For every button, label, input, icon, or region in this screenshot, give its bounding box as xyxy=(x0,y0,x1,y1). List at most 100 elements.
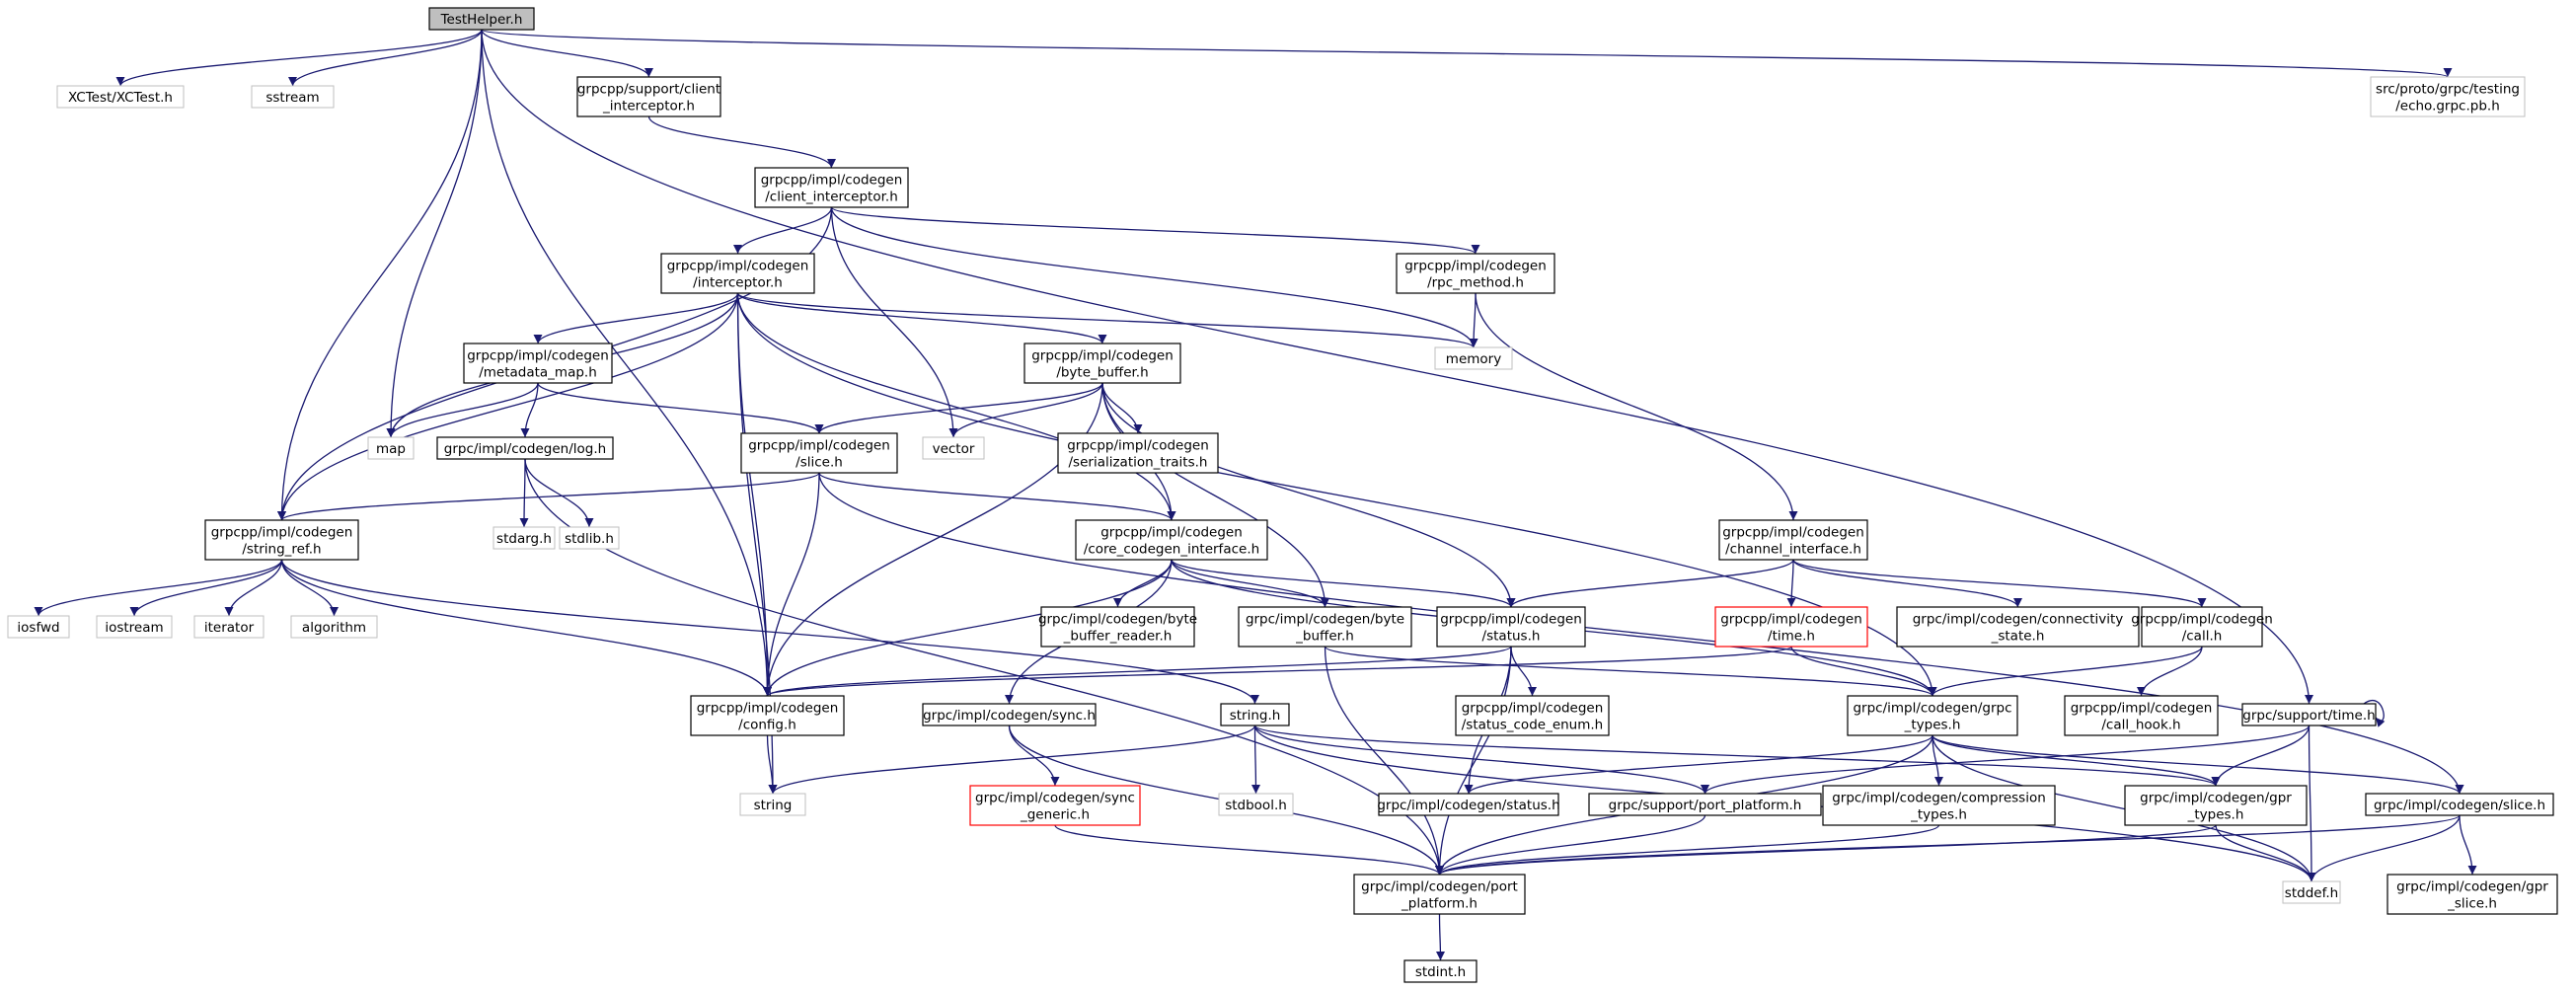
node-status-pp[interactable]: grpcpp/impl/codegen/status.h xyxy=(1436,606,1586,648)
node-vector[interactable]: vector xyxy=(922,436,985,460)
node-channel-interface[interactable]: grpcpp/impl/codegen/channel_interface.h xyxy=(1718,519,1868,561)
node-algorithm[interactable]: algorithm xyxy=(290,615,378,639)
node-connectivity-state[interactable]: grpc/impl/codegen/connectivity_state.h xyxy=(1896,606,2140,648)
node-box xyxy=(2370,76,2526,117)
node-xctest[interactable]: XCTest/XCTest.h xyxy=(56,85,185,109)
node-label: sstream xyxy=(265,90,319,106)
include-edge-support_time-to-gpr_types xyxy=(2211,725,2311,787)
include-edge-string_ref-to-string_h xyxy=(280,559,1259,705)
include-edge-status_pp-to-port_platform xyxy=(1435,646,1512,876)
node-stdlib[interactable]: stdlib.h xyxy=(559,526,620,550)
node-gpr-types[interactable]: grpc/impl/codegen/gpr_types.h xyxy=(2124,785,2308,826)
node-box xyxy=(96,615,173,639)
node-label: grpc/impl/codegen/byte xyxy=(1246,612,1404,628)
node-box xyxy=(1238,606,1412,648)
node-support-time[interactable]: grpc/support/time.h xyxy=(2241,703,2377,726)
node-box xyxy=(740,432,898,474)
node-compression-types[interactable]: grpc/impl/codegen/compression_types.h xyxy=(1822,785,2056,826)
node-support-client-interceptor[interactable]: grpcpp/support/client_interceptor.h xyxy=(576,76,721,117)
node-root[interactable]: TestHelper.h xyxy=(428,7,535,31)
node-stdarg[interactable]: stdarg.h xyxy=(492,526,556,550)
node-iostream[interactable]: iostream xyxy=(96,615,173,639)
node-label: iostream xyxy=(105,620,163,636)
node-memory[interactable]: memory xyxy=(1434,346,1513,370)
node-label: grpcpp/impl/codegen xyxy=(667,259,809,274)
node-box xyxy=(7,615,70,639)
node-slice-pp[interactable]: grpcpp/impl/codegen/slice.h xyxy=(740,432,898,474)
node-label: stdlib.h xyxy=(565,531,614,547)
node-label: /channel_interface.h xyxy=(1725,542,1861,558)
node-label: grpcpp/impl/codegen xyxy=(2071,701,2213,717)
node-stdbool[interactable]: stdbool.h xyxy=(1218,793,1294,816)
node-box xyxy=(1847,695,2018,736)
node-byte-buffer-h[interactable]: grpcpp/impl/codegen/byte_buffer.h xyxy=(1023,343,1181,384)
include-edge-interceptor-to-core_codegen_interface xyxy=(736,292,1176,521)
include-edge-string_h-to-gpr_types xyxy=(1253,725,2221,787)
node-time-pp[interactable]: grpcpp/impl/codegen/time.h xyxy=(1714,606,1868,648)
node-grpc-status[interactable]: grpc/impl/codegen/status.h xyxy=(1377,793,1560,816)
include-edge-compression_types-to-port_platform xyxy=(1435,824,1940,876)
include-edge-codegen_client_interceptor-to-vector xyxy=(830,206,958,438)
node-sstream[interactable]: sstream xyxy=(251,85,335,109)
node-core-codegen-interface[interactable]: grpcpp/impl/codegen/core_codegen_interfa… xyxy=(1075,519,1268,561)
node-label: _types.h xyxy=(1910,807,1967,823)
node-label: /time.h xyxy=(1768,629,1815,645)
node-box xyxy=(1403,959,1477,983)
node-gpr-slice[interactable]: grpc/impl/codegen/gpr_slice.h xyxy=(2387,874,2558,915)
include-edge-gpr_types-to-port_platform xyxy=(1435,824,2217,876)
node-sync-generic[interactable]: grpc/impl/codegen/sync_generic.h xyxy=(969,785,1141,826)
node-stddef[interactable]: stddef.h xyxy=(2282,880,2341,904)
node-sync[interactable]: grpc/impl/codegen/sync.h xyxy=(922,703,1097,726)
node-label: _slice.h xyxy=(2447,896,2497,912)
node-label: grpc/impl/codegen/slice.h xyxy=(2374,798,2545,813)
node-box xyxy=(492,526,556,550)
node-status-code-enum[interactable]: grpcpp/impl/codegen/status_code_enum.h xyxy=(1455,695,1610,736)
node-call[interactable]: grpcpp/impl/codegen/call.h xyxy=(2131,606,2273,648)
node-log[interactable]: grpc/impl/codegen/log.h xyxy=(436,436,614,460)
node-metadata-map[interactable]: grpcpp/impl/codegen/metadata_map.h xyxy=(463,343,613,384)
node-interceptor[interactable]: grpcpp/impl/codegen/interceptor.h xyxy=(660,253,815,294)
node-string-ref[interactable]: grpcpp/impl/codegen/string_ref.h xyxy=(204,519,359,561)
node-label: _buffer.h xyxy=(1295,629,1354,645)
include-edge-interceptor-to-metadata_map xyxy=(533,292,739,344)
node-iosfwd[interactable]: iosfwd xyxy=(7,615,70,639)
node-box xyxy=(1896,606,2140,648)
node-box xyxy=(754,167,909,208)
node-serialization-traits[interactable]: grpcpp/impl/codegen/serialization_traits… xyxy=(1057,432,1219,474)
node-echo-grpc[interactable]: src/proto/grpc/testing/echo.grpc.pb.h xyxy=(2370,76,2526,117)
include-edge-metadata_map-to-map xyxy=(386,382,539,438)
include-edge-string_h-to-stdbool xyxy=(1250,725,1260,795)
node-support-port-platform[interactable]: grpc/support/port_platform.h xyxy=(1588,793,1822,816)
node-call-hook[interactable]: grpcpp/impl/codegen/call_hook.h xyxy=(2064,695,2219,736)
include-edge-string_ref-to-algorithm xyxy=(280,559,339,617)
node-stdint[interactable]: stdint.h xyxy=(1403,959,1477,983)
node-label: grpc/support/port_platform.h xyxy=(1609,798,1802,813)
include-edge-grpc_types-to-grpc_status xyxy=(1464,734,1933,795)
node-box xyxy=(1588,793,1822,816)
node-label: /call.h xyxy=(2182,629,2223,645)
node-grpc-types[interactable]: grpc/impl/codegen/grpc_types.h xyxy=(1847,695,2018,736)
node-grpc-byte-buffer[interactable]: grpc/impl/codegen/byte_buffer.h xyxy=(1238,606,1412,648)
node-string-h[interactable]: string.h xyxy=(1220,703,1290,726)
node-iterator[interactable]: iterator xyxy=(193,615,265,639)
node-box xyxy=(2387,874,2558,915)
node-byte-buffer-reader[interactable]: grpc/impl/codegen/byte_buffer_reader.h xyxy=(1038,606,1197,648)
node-box xyxy=(660,253,815,294)
include-edge-channel_interface-to-time_pp xyxy=(1786,559,1796,608)
node-map[interactable]: map xyxy=(367,436,415,460)
node-codegen-client-interceptor[interactable]: grpcpp/impl/codegen/client_interceptor.h xyxy=(754,167,909,208)
node-rpc-method[interactable]: grpcpp/impl/codegen/rpc_method.h xyxy=(1396,253,1555,294)
node-box xyxy=(1822,785,2056,826)
node-label: /slice.h xyxy=(796,455,843,471)
include-edge-slice_pp-to-core_codegen_interface xyxy=(818,472,1176,521)
node-port-platform[interactable]: grpc/impl/codegen/port_platform.h xyxy=(1353,874,1526,915)
include-edge-grpc_slice-to-gpr_slice xyxy=(2459,814,2477,876)
node-label: grpcpp/impl/codegen xyxy=(1100,525,1243,541)
node-label: _generic.h xyxy=(1020,807,1090,823)
node-grpc-slice[interactable]: grpc/impl/codegen/slice.h xyxy=(2365,793,2554,816)
node-box xyxy=(1218,793,1294,816)
node-string[interactable]: string xyxy=(739,793,806,816)
node-config[interactable]: grpcpp/impl/codegen/config.h xyxy=(690,695,845,736)
include-edge-channel_interface-to-connectivity_state xyxy=(1792,559,2022,608)
include-edge-port_platform-to-stdint xyxy=(1435,913,1445,961)
